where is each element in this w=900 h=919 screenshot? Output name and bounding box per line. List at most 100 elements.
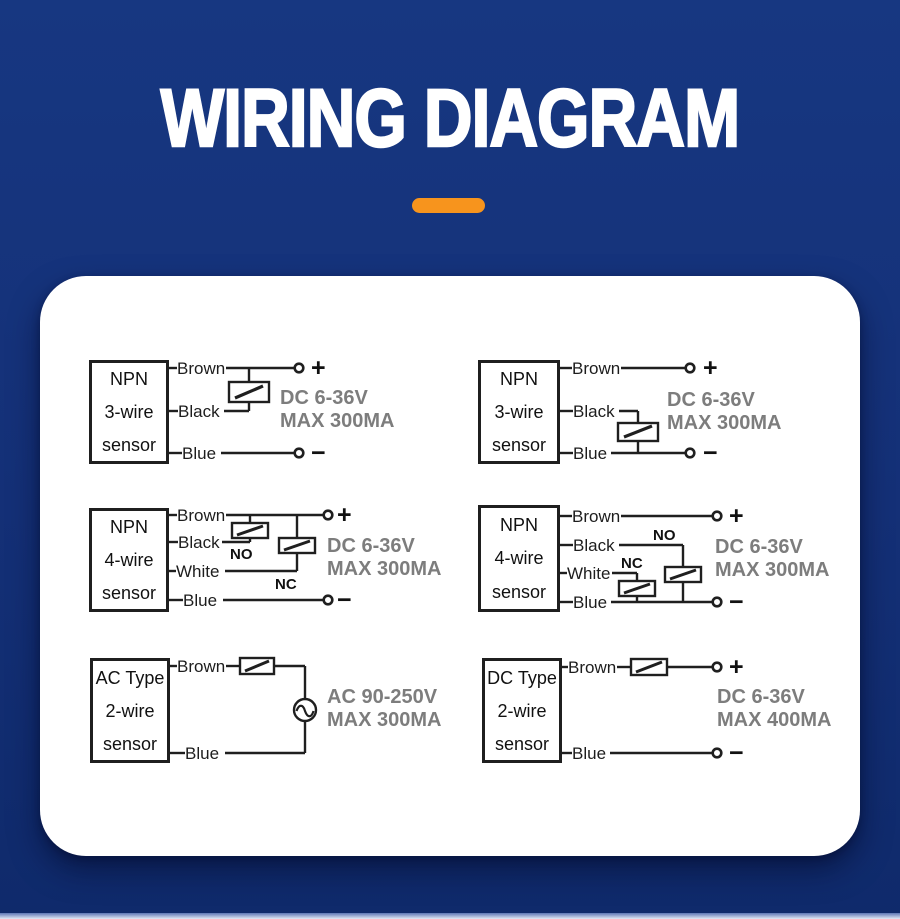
- diagram-npn-4wire-1: NPN 4-wire sensor Brown Black White Blue…: [85, 500, 475, 635]
- power-spec: DC 6-36V MAX 300MA: [280, 387, 394, 433]
- sensor-box-line: sensor: [101, 434, 157, 455]
- terminal-icon: [684, 447, 696, 459]
- wire-label-brown: Brown: [177, 506, 226, 525]
- spec-line: DC 6-36V: [327, 535, 415, 557]
- polarity-plus: +: [729, 653, 744, 681]
- spec-line: DC 6-36V: [667, 389, 755, 411]
- terminal-icon: [322, 509, 334, 521]
- wiring-lines: [170, 656, 318, 755]
- load-icon: [230, 521, 270, 540]
- sensor-box-line: 3-wire: [104, 401, 154, 422]
- wire-label-brown: Brown: [177, 359, 226, 378]
- sensor-box-line: sensor: [101, 582, 157, 603]
- sensor-box-line: 3-wire: [494, 401, 544, 422]
- wire-label-white: White: [567, 564, 611, 583]
- title-accent-bar: [412, 198, 485, 213]
- contact-label-nc: NC: [621, 555, 643, 572]
- polarity-minus: −: [337, 586, 352, 614]
- terminal-icon: [711, 747, 723, 759]
- terminal-icon: [322, 594, 334, 606]
- diagram-npn-3wire-2: NPN 3-wire sensor Brown Black Blue DC 6-…: [475, 355, 865, 490]
- polarity-plus: +: [337, 501, 352, 529]
- bottom-edge-strip: [0, 913, 900, 919]
- sensor-box-line: sensor: [494, 733, 550, 754]
- load-icon: [629, 657, 669, 677]
- sensor-box-line: NPN: [109, 517, 148, 538]
- diagram-dc-2wire: DC Type 2-wire sensor Brown Blue DC 6-36…: [475, 650, 865, 785]
- wire-label-blue: Blue: [572, 744, 607, 763]
- wiring-lines: [562, 657, 723, 759]
- contact-label-no: NO: [653, 527, 676, 544]
- terminal-icon: [711, 510, 723, 522]
- spec-line: MAX 300MA: [667, 412, 782, 434]
- sensor-box: AC Type 2-wire sensor: [90, 658, 170, 763]
- sensor-box-line: NPN: [499, 369, 538, 390]
- wire-label-black: Black: [178, 402, 220, 421]
- terminal-icon: [711, 661, 723, 673]
- sensor-box-line: NPN: [499, 514, 538, 535]
- spec-line: MAX 300MA: [327, 709, 442, 731]
- spec-line: DC 6-36V: [715, 536, 803, 558]
- polarity-plus: +: [311, 354, 326, 382]
- wiring-lines: [169, 362, 305, 459]
- spec-line: MAX 300MA: [280, 410, 395, 432]
- terminal-icon: [293, 362, 305, 374]
- load-icon: [227, 380, 271, 404]
- spec-line: MAX 300MA: [715, 559, 830, 581]
- power-spec: DC 6-36V MAX 300MA: [667, 389, 781, 435]
- wire-label-brown: Brown: [177, 657, 226, 676]
- wire-label-brown: Brown: [572, 507, 621, 526]
- sensor-box-line: 4-wire: [494, 548, 544, 569]
- spec-line: MAX 300MA: [327, 558, 442, 580]
- polarity-minus: −: [729, 739, 744, 767]
- sensor-box-line: sensor: [491, 434, 547, 455]
- wire-label-blue: Blue: [183, 591, 218, 610]
- polarity-minus: −: [703, 439, 718, 467]
- power-spec: AC 90-250V MAX 300MA: [327, 686, 441, 732]
- sensor-box-line: sensor: [491, 582, 547, 603]
- sensor-box: DC Type 2-wire sensor: [482, 658, 562, 763]
- polarity-plus: +: [729, 502, 744, 530]
- sensor-box-line: DC Type: [487, 667, 557, 688]
- terminal-icon: [684, 362, 696, 374]
- ac-source-icon: [292, 697, 318, 723]
- wire-label-blue: Blue: [182, 444, 217, 463]
- wire-label-black: Black: [178, 533, 220, 552]
- load-icon: [277, 536, 317, 555]
- wire-label-brown: Brown: [572, 359, 621, 378]
- wire-label-blue: Blue: [573, 593, 608, 612]
- wire-label-black: Black: [573, 402, 615, 421]
- sensor-box-line: 4-wire: [104, 549, 154, 570]
- contact-label-nc: NC: [275, 576, 297, 593]
- sensor-box-line: 2-wire: [105, 700, 155, 721]
- wire-label-brown: Brown: [568, 658, 617, 677]
- wire-label-black: Black: [573, 536, 615, 555]
- wiring-lines: [560, 362, 696, 459]
- power-spec: DC 6-36V MAX 300MA: [327, 535, 441, 581]
- polarity-plus: +: [703, 354, 718, 382]
- sensor-box: NPN 3-wire sensor: [478, 360, 560, 464]
- spec-line: DC 6-36V: [280, 387, 368, 409]
- power-spec: DC 6-36V MAX 300MA: [715, 536, 829, 582]
- sensor-box-line: AC Type: [95, 667, 165, 688]
- load-icon: [617, 579, 657, 598]
- spec-line: MAX 400MA: [717, 709, 832, 731]
- sensor-box-line: sensor: [102, 733, 158, 754]
- diagram-card: NPN 3-wire sensor Brown Black Blue DC 6-…: [40, 276, 860, 856]
- contact-label-no: NO: [230, 546, 253, 563]
- power-spec: DC 6-36V MAX 400MA: [717, 686, 831, 732]
- polarity-minus: −: [311, 439, 326, 467]
- spec-line: DC 6-36V: [717, 686, 805, 708]
- diagram-ac-2wire: AC Type 2-wire sensor Brown Blue AC 90-2…: [85, 650, 475, 785]
- wire-label-white: White: [176, 562, 220, 581]
- diagram-npn-4wire-2: NPN 4-wire sensor Brown Black White Blue…: [475, 500, 865, 635]
- load-icon: [616, 421, 660, 443]
- polarity-minus: −: [729, 588, 744, 616]
- wire-label-blue: Blue: [573, 444, 608, 463]
- page-title: WIRING DIAGRAM: [160, 72, 742, 166]
- sensor-box: NPN 3-wire sensor: [89, 360, 169, 464]
- sensor-box: NPN 4-wire sensor: [478, 505, 560, 612]
- sensor-box: NPN 4-wire sensor: [89, 508, 169, 612]
- sensor-box-line: NPN: [109, 369, 148, 390]
